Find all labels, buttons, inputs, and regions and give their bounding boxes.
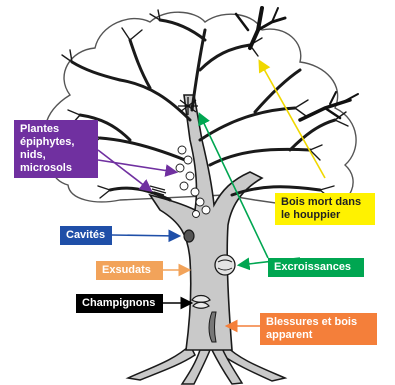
- label-bois-mort: Bois mort dans le houppier: [275, 193, 375, 225]
- label-plantes-epiphytes: Plantes épiphytes, nids, microsols: [14, 120, 98, 178]
- label-blessures: Blessures et bois apparent: [260, 313, 377, 345]
- fungus: [192, 296, 210, 309]
- label-champignons: Champignons: [76, 294, 163, 313]
- roots: [128, 345, 285, 384]
- burl: [215, 255, 235, 275]
- label-cavites: Cavités: [60, 226, 112, 245]
- arrow-cavites: [112, 235, 178, 236]
- wound: [209, 312, 216, 342]
- cavity: [184, 230, 194, 242]
- label-exsudats: Exsudats: [96, 261, 163, 280]
- label-excroissances: Excroissances: [268, 258, 364, 277]
